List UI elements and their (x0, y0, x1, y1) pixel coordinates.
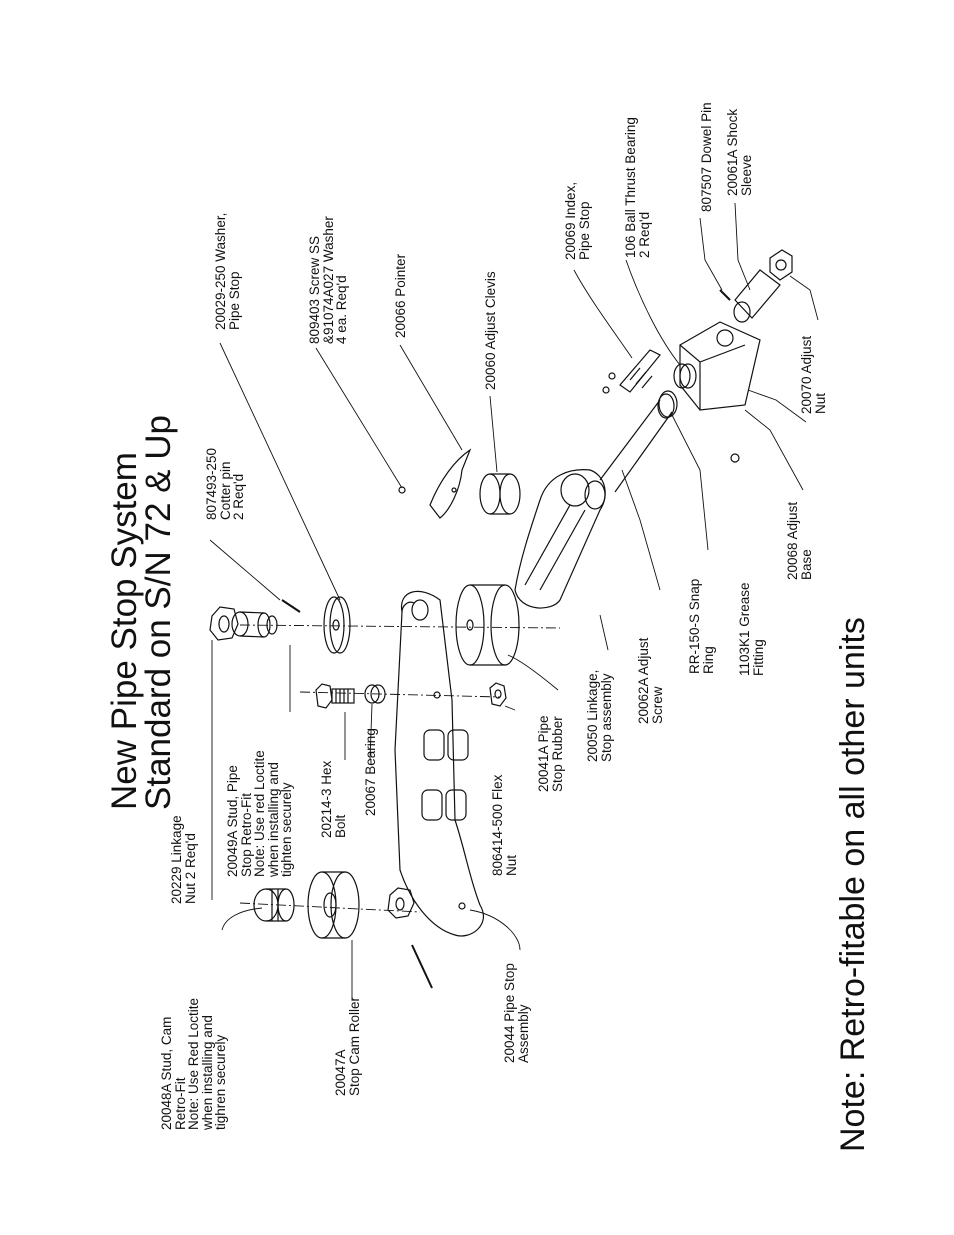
bearing-part (364, 684, 386, 704)
linkage-nut-lower (387, 887, 415, 919)
hex-bolt-part (315, 683, 355, 709)
linkage-nut-upper (209, 606, 239, 641)
screw-part (608, 372, 616, 380)
adjust-screw-part (599, 393, 675, 493)
dowel-pin-part (719, 289, 731, 301)
leader-lines (209, 202, 819, 1000)
index-part (619, 349, 661, 393)
adjust-nut-part (679, 321, 761, 411)
adjust-base-part (730, 453, 740, 463)
pipe-stop-rubber-part (455, 584, 520, 666)
adjust-clevis-part (479, 473, 521, 515)
pipe-stop-stud-part (231, 611, 278, 638)
washer-part (323, 596, 351, 654)
snap-ring-part (658, 390, 678, 418)
thrust-bearing-part (673, 363, 697, 389)
flex-nut-part (489, 682, 507, 707)
shock-sleeve-part (733, 249, 793, 323)
pointer-part (429, 448, 472, 519)
cotter-pin-lower (411, 944, 433, 989)
screw-part (398, 486, 406, 494)
pipe-stop-plate (394, 590, 485, 937)
stop-cam-roller-part (307, 871, 360, 939)
cotter-pin-upper (281, 599, 301, 613)
cam-stud-part (253, 888, 295, 922)
axis-lines (239, 624, 561, 913)
screw-part (602, 386, 610, 394)
linkage-assembly-part (514, 469, 606, 609)
